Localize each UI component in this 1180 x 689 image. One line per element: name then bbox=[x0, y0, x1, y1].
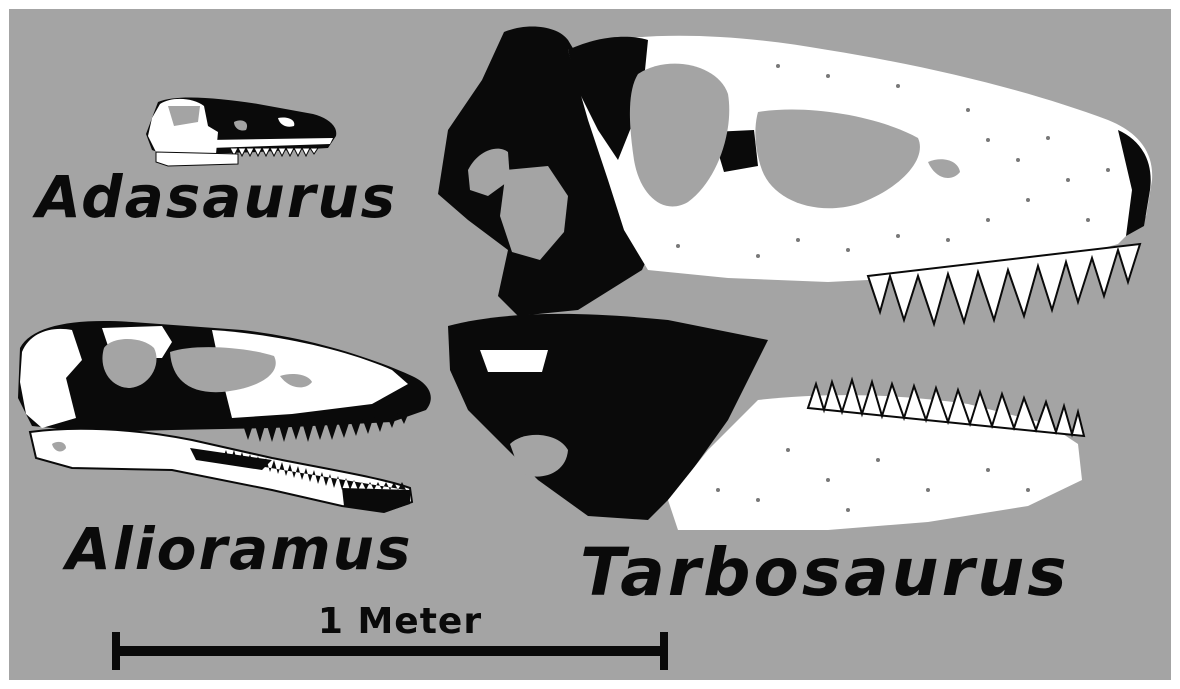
alioramus-label: Alioramus bbox=[66, 520, 413, 578]
scale-bar bbox=[112, 628, 672, 672]
scale-bar-left-tick bbox=[112, 632, 120, 670]
scale-bar-right-tick bbox=[660, 632, 668, 670]
scale-bar-line bbox=[112, 646, 668, 656]
adasaurus-skull bbox=[138, 92, 348, 172]
adasaurus-label: Adasaurus bbox=[36, 168, 397, 226]
tarbosaurus-label: Tarbosaurus bbox=[580, 540, 1070, 606]
alioramus-skull bbox=[12, 318, 442, 528]
tarbosaurus-skull bbox=[428, 20, 1168, 540]
